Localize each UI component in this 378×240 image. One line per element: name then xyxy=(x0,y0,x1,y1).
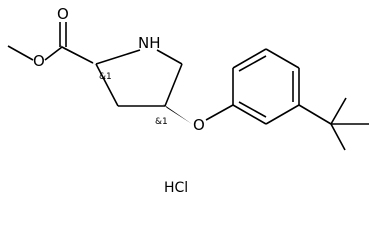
tbutyl-methyl-down xyxy=(330,123,346,151)
stereo-label-c2: &1 xyxy=(99,72,112,82)
aryl-bond-3 xyxy=(265,48,300,69)
ester-o-bond-left xyxy=(44,46,63,61)
aryl-bond-6 xyxy=(232,104,267,125)
aryl-inner-bond-3 xyxy=(238,101,267,118)
aryl-inner-bond-1 xyxy=(238,55,267,72)
aryl-bond-2 xyxy=(232,48,267,69)
stereo-label-c4: &1 xyxy=(155,117,168,127)
ester-oxygen-label: O xyxy=(33,52,45,70)
ether-oxygen-label: O xyxy=(193,116,205,134)
wedge-bond-c2 xyxy=(60,45,96,65)
ring-bond-c2-n1 xyxy=(95,49,141,65)
ring-bond-n1-c5 xyxy=(156,49,183,65)
methyl-bond xyxy=(7,45,34,61)
salt-label: HCl xyxy=(164,180,188,196)
carbonyl-oxygen-label: O xyxy=(57,5,69,23)
tbutyl-link-bond xyxy=(298,104,332,125)
chemical-structure: O O NH O &1 &1 HCl xyxy=(7,5,369,196)
tbutyl-methyl-up xyxy=(330,97,347,125)
ether-bond xyxy=(205,104,234,121)
ring-bond-c3-c2 xyxy=(95,63,119,107)
wedge-bond-c4 xyxy=(163,104,192,124)
aryl-bond-5 xyxy=(265,104,300,125)
amine-nh-label: NH xyxy=(138,34,161,52)
ring-bond-c5-c4 xyxy=(164,63,183,107)
